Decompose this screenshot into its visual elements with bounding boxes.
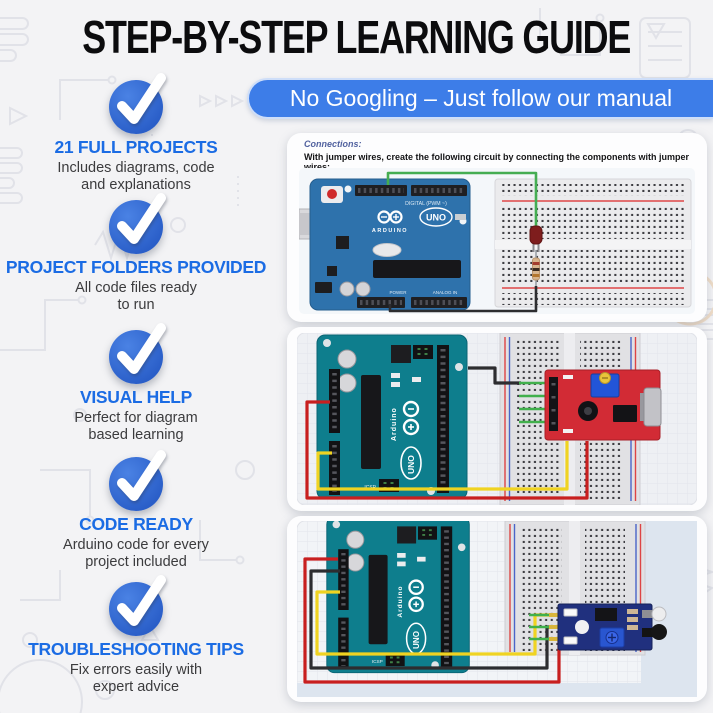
ir-sensor-module <box>529 603 667 651</box>
breadboard <box>494 178 692 308</box>
mic-capsule <box>643 387 662 427</box>
jumper-wire-black <box>388 286 538 313</box>
check-icon <box>109 323 166 384</box>
feature-subtext-line: Includes diagrams, code <box>57 160 215 176</box>
ic-chip <box>613 405 637 422</box>
jumper-wire-yellow <box>316 441 569 491</box>
instruction-text: With jumper wires, create the following … <box>304 152 689 172</box>
feature-subtext-line: based learning <box>88 426 184 443</box>
arduino-uno-board <box>327 521 470 673</box>
power-label: POWER <box>389 290 407 295</box>
feature-title: TROUBLESHOOTING TIPS <box>28 639 244 659</box>
feature-subtext-line: Fix errors easily with <box>69 662 203 678</box>
feature-21-full-projects: 21 FULL PROJECTS Includes diagrams, code… <box>0 73 272 193</box>
feature-title: PROJECT FOLDERS PROVIDED <box>5 257 267 277</box>
feature-subtext-line: expert advice <box>92 678 180 695</box>
check-icon <box>109 193 166 254</box>
sound-sensor-module <box>519 369 662 441</box>
feature-subtext-line: Arduino code for every <box>63 537 209 553</box>
jumper-wire-green <box>386 171 538 226</box>
jumper-wire-black <box>468 366 521 385</box>
atmega-chip <box>373 260 461 278</box>
feature-subtext-line: project included <box>85 553 187 570</box>
uno-label: UNO <box>426 213 446 223</box>
circuit-diagram-sound-sensor <box>297 333 697 505</box>
feature-title: 21 FULL PROJECTS <box>54 137 218 157</box>
banner-text: No Googling – Just follow our manual <box>289 85 673 111</box>
ir-receiver <box>651 624 667 640</box>
check-icon <box>109 450 166 511</box>
feature-subtext-line: and explanations <box>81 176 191 193</box>
white-led <box>651 606 667 622</box>
jumper-wire-red <box>305 400 589 500</box>
jumper-wire-red <box>303 557 561 684</box>
banner: No Googling – Just follow our manual <box>247 78 713 119</box>
analog-label: ANALOG IN <box>433 290 458 295</box>
feature-project-folders: PROJECT FOLDERS PROVIDED All code files … <box>0 193 272 313</box>
feature-subtext-line: All code files ready <box>75 280 197 296</box>
manual-card-2 <box>287 327 707 511</box>
feature-troubleshooting: TROUBLESHOOTING TIPS Fix errors easily w… <box>0 575 272 695</box>
check-icon <box>109 73 166 134</box>
circuit-diagram-led: DIGITAL (PWM ~) ARDUINO UNO <box>299 168 695 314</box>
arduino-uno-board <box>317 335 467 499</box>
arduino-logo-text: ARDUINO <box>372 228 408 234</box>
feature-subtext-line: Perfect for diagram <box>74 410 198 426</box>
reset-button <box>327 189 337 199</box>
led <box>529 225 543 252</box>
digital-label: DIGITAL (PWM ~) <box>405 201 447 207</box>
circuit-diagram-ir-sensor <box>297 521 697 697</box>
arduino-uno-board: DIGITAL (PWM ~) ARDUINO UNO <box>299 178 471 311</box>
resistor <box>532 250 540 286</box>
manual-card-1: Connections: With jumper wires, create t… <box>287 133 707 322</box>
connections-label: Connections: <box>304 139 362 149</box>
feature-subtext-line: to run <box>117 296 155 313</box>
page-title: STEP-BY-STEP LEARNING GUIDE <box>82 11 632 63</box>
feature-title: VISUAL HELP <box>79 387 193 407</box>
ic-chip <box>595 608 617 621</box>
check-icon <box>109 575 166 636</box>
feature-title: CODE READY <box>79 514 193 534</box>
manual-card-3 <box>287 516 707 702</box>
